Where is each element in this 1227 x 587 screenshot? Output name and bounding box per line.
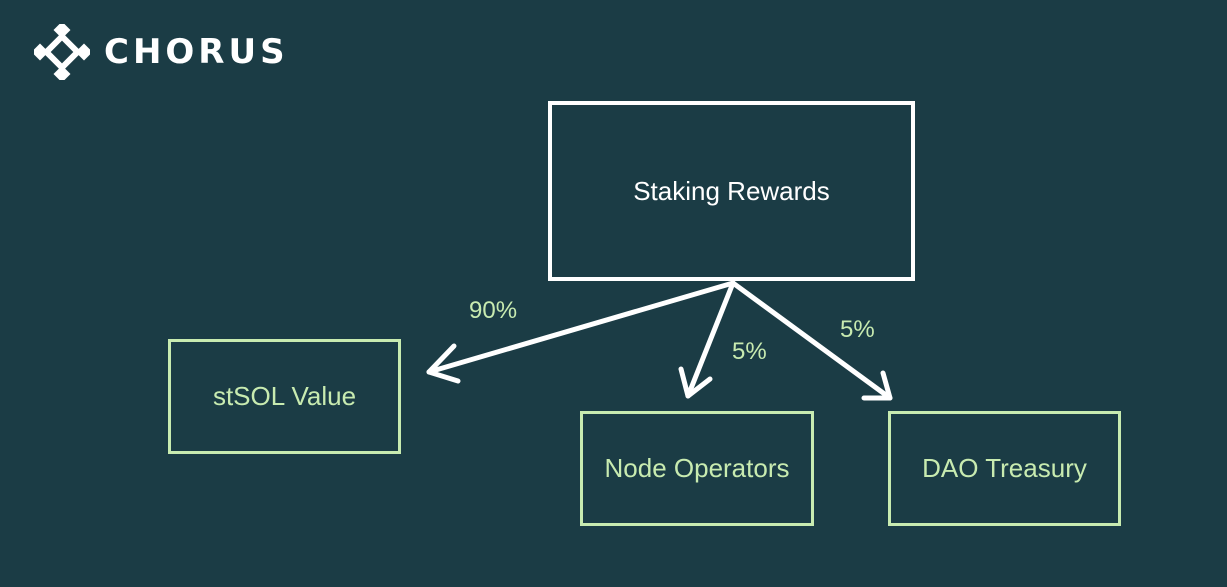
dao-treasury-box: DAO Treasury (888, 411, 1121, 526)
brand-logo: CHORUS (34, 24, 289, 80)
staking-rewards-box: Staking Rewards (548, 101, 915, 281)
stsol-value-box: stSOL Value (168, 339, 401, 454)
node-operators-share-label: 5% (732, 338, 767, 365)
brand-name: CHORUS (104, 32, 289, 72)
stsol-share-label: 90% (469, 297, 518, 324)
dao-treasury-share-label: 5% (840, 316, 875, 343)
arrow-to-node-operators (678, 280, 736, 399)
node-operators-box: Node Operators (580, 411, 814, 526)
chorus-diamond-logo-icon (34, 24, 90, 80)
